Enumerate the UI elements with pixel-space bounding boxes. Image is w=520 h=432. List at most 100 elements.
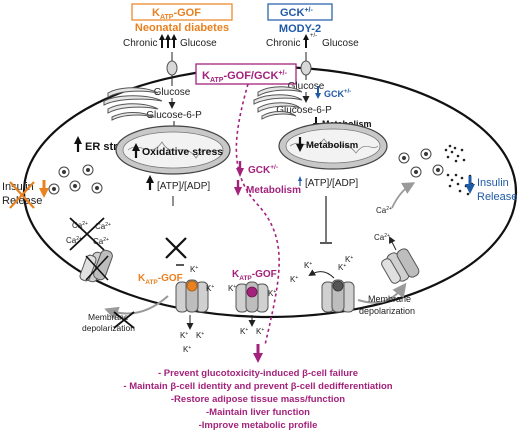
svg-text:Ca2+: Ca2+ <box>93 237 109 246</box>
metabolism-label-mito: Metabolism <box>306 140 358 151</box>
glucose-transporter-right <box>300 60 312 76</box>
right-title-sup: +/- <box>304 7 313 14</box>
release-label-left: Release <box>2 195 42 207</box>
glucose-sup-right: +/- <box>310 33 317 39</box>
svg-text:GCK+/-: GCK+/- <box>280 7 313 19</box>
svg-text:K+: K+ <box>345 255 353 264</box>
svg-text:K+: K+ <box>196 331 204 340</box>
triple-up-arrow-icon <box>159 34 177 48</box>
outcome-item: -Improve metabolic profile <box>199 420 318 431</box>
glucose-label-top-left: Glucose <box>180 38 217 49</box>
outcomes-list: - Prevent glucotoxicity-induced β-cell f… <box>123 368 392 431</box>
insulin-granules-right <box>398 148 444 178</box>
svg-text:K+: K+ <box>183 345 191 354</box>
gck-label-center: GCK <box>248 165 271 176</box>
metabolism-label-center: Metabolism <box>246 185 301 196</box>
membrane-label-right: Membrane <box>368 294 411 304</box>
calcium-channel-blocked-cross-icon <box>85 255 109 281</box>
calcium-ions-right: Ca2+ Ca2+ <box>374 206 392 242</box>
insulin-release-blocked-cross-icon <box>9 181 35 209</box>
katp-left-k: K <box>138 273 146 284</box>
svg-text:K+: K+ <box>240 327 248 336</box>
katp-channel-center <box>235 281 269 313</box>
right-title: GCK <box>280 7 305 19</box>
up-arrow-icon <box>303 34 309 48</box>
svg-text:K+: K+ <box>206 284 214 293</box>
insulin-release-down-arrow-blue-icon <box>465 176 475 194</box>
depolarization-blocked-cross-icon <box>113 311 135 329</box>
katp-center-rest: -GOF <box>252 269 277 280</box>
atp-adp-up-arrow-icon <box>146 175 154 190</box>
svg-text:KATP-GOF: KATP-GOF <box>138 273 183 286</box>
katp-closure-blocked-cross-icon <box>165 237 187 259</box>
insulin-granules-left <box>48 164 103 195</box>
svg-text:K+: K+ <box>256 327 264 336</box>
svg-text:K+: K+ <box>228 284 236 293</box>
svg-text:Ca2+: Ca2+ <box>374 233 390 242</box>
calcium-channel-left <box>79 249 113 283</box>
metabolism-down-arrow-mito-icon <box>296 137 304 152</box>
center-k: K <box>202 70 210 82</box>
center-gck-sup: +/- <box>278 70 287 77</box>
right-subtitle: MODY-2 <box>279 23 321 35</box>
svg-text:KATP-GOF: KATP-GOF <box>232 269 277 282</box>
svg-text:Ca2+: Ca2+ <box>95 222 111 231</box>
left-title-sub: ATP <box>160 14 174 21</box>
svg-text:KATP-GOF/GCK+/-: KATP-GOF/GCK+/- <box>202 70 287 84</box>
endoplasmic-reticulum-right <box>253 86 303 120</box>
mitochondrion-right <box>278 122 388 170</box>
gck-header: GCK+/- MODY-2 <box>267 3 333 35</box>
outcomes-down-arrow-purple-icon <box>253 344 263 363</box>
katp-gck-center-box: KATP-GOF/GCK+/- <box>195 63 297 85</box>
glucose-label-right: Glucose <box>288 81 325 92</box>
left-title-rest: -GOF <box>173 7 201 19</box>
svg-text:K+: K+ <box>304 261 312 270</box>
membrane-label-left: Membrane <box>88 312 129 322</box>
left-title: K <box>152 7 160 19</box>
insulin-release-down-arrow-orange-icon <box>39 180 49 198</box>
oxidative-stress-up-arrow-icon <box>132 143 140 158</box>
katp-center-k: K <box>232 269 240 280</box>
depolarization-label-left: depolarization <box>82 323 135 333</box>
center-k-sub: ATP <box>210 77 224 84</box>
outcome-item: -Maintain liver function <box>206 407 310 418</box>
gck-sup-center: +/- <box>270 164 278 171</box>
left-subtitle: Neonatal diabetes <box>135 22 229 34</box>
svg-text:KATP-GOF: KATP-GOF <box>152 7 201 21</box>
katp-left-sub: ATP <box>145 279 158 286</box>
gck-down-arrow-blue-icon <box>315 86 321 99</box>
svg-text:K+: K+ <box>190 265 198 274</box>
depolarization-label-right: depolarization <box>359 306 415 316</box>
atp-adp-label-left: [ATP]/[ADP] <box>157 181 210 192</box>
oxidative-stress-label: Oxidative stress <box>142 146 223 158</box>
katp-gof-header: KATP-GOF Neonatal diabetes <box>131 3 233 34</box>
svg-text:K+: K+ <box>180 331 188 340</box>
gck-down-arrow-purple-icon <box>236 161 244 177</box>
metabolism-down-arrow-purple-icon <box>234 180 242 196</box>
atp-adp-label-right: [ATP]/[ADP] <box>305 178 358 189</box>
outcome-item: - Prevent glucotoxicity-induced β-cell f… <box>158 368 358 379</box>
center-mid: -GOF/GCK <box>223 70 278 82</box>
katp-left-rest: -GOF <box>158 273 183 284</box>
katp-channel-left <box>175 279 209 313</box>
er-stress-up-arrow-icon <box>74 136 82 152</box>
insulin-label-right: Insulin <box>477 177 509 189</box>
glucose-transporter-left <box>166 60 178 76</box>
svg-text:K+: K+ <box>338 263 346 272</box>
svg-text:K+: K+ <box>268 289 276 298</box>
release-label-right: Release <box>477 191 517 203</box>
svg-text:Ca2+: Ca2+ <box>66 236 82 245</box>
outcome-item: - Maintain β-cell identity and prevent β… <box>123 381 392 392</box>
endoplasmic-reticulum-left <box>103 87 163 121</box>
mitochondrion-left <box>115 125 231 175</box>
gck-label-blue: GCK <box>324 89 345 99</box>
glucose6p-label-left: Glucose-6-P <box>146 110 202 121</box>
divider-dashed-line <box>235 83 280 346</box>
outcome-item: -Restore adipose tissue mass/function <box>171 394 345 405</box>
chronic-label-left: Chronic <box>123 38 157 49</box>
calcium-blocked-cross-icon <box>69 217 105 251</box>
gck-sup-blue: +/- <box>344 89 351 95</box>
svg-text:GCK+/-: GCK+/- <box>324 89 351 99</box>
released-insulin-dots <box>444 144 474 196</box>
